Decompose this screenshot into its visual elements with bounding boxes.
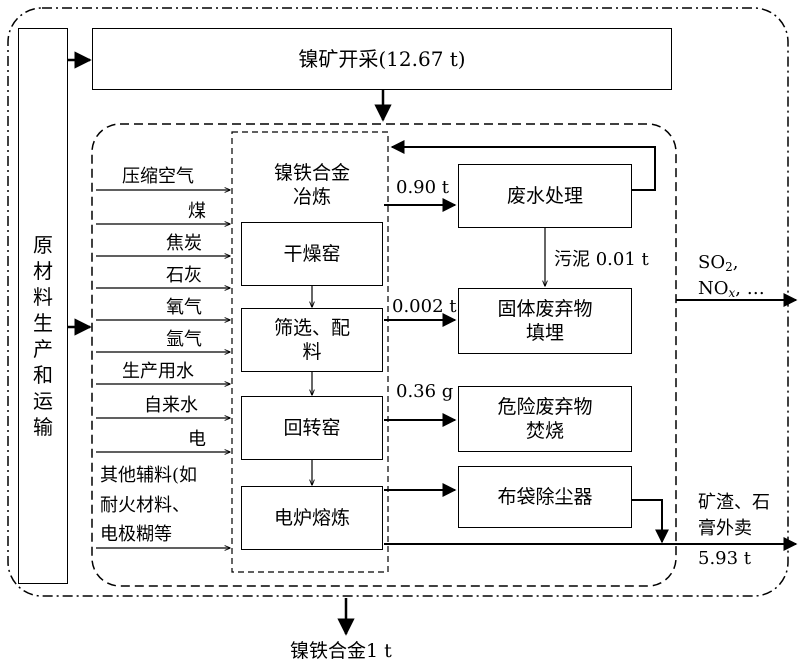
- process-boundary: [91, 123, 677, 587]
- raw-material-label: 原 材 料 生 产 和 运 输: [33, 233, 53, 439]
- byproduct-amount: 5.93 t: [698, 548, 752, 569]
- mining-label: 镍矿开采(12.67 t): [298, 47, 466, 71]
- solid-waste-box: 固体废弃物 填埋: [458, 288, 632, 354]
- input-tap-water: 自来水: [144, 395, 198, 416]
- sludge-label: 污泥 0.01 t: [554, 249, 649, 270]
- wastewater-treatment-box: 废水处理: [458, 164, 632, 228]
- input-process-water: 生产用水: [122, 361, 194, 382]
- emission-so2: SO2,: [698, 252, 739, 274]
- screening-box: 筛选、配 料: [241, 308, 383, 372]
- byproduct-line1: 矿渣、石: [698, 492, 770, 513]
- input-electricity: 电: [188, 429, 206, 450]
- flow-hazardous-amount: 0.36 g: [396, 381, 454, 402]
- rotary-kiln-box: 回转窑: [241, 396, 383, 460]
- flow-wastewater-amount: 0.90 t: [396, 177, 450, 198]
- electric-furnace-box: 电炉熔炼: [241, 486, 383, 550]
- emission-nox: NOx, …: [698, 278, 765, 300]
- input-arrows: [96, 190, 230, 548]
- input-compressed-air: 压缩空气: [122, 166, 194, 187]
- input-argon: 氩气: [166, 329, 202, 350]
- final-output-label: 镍铁合金1 t: [290, 640, 392, 662]
- input-lime: 石灰: [166, 265, 202, 286]
- input-oxygen: 氧气: [166, 297, 202, 318]
- raw-material-box: [18, 28, 68, 584]
- input-coal: 煤: [188, 201, 206, 222]
- smelting-title-1: 镍铁合金: [273, 162, 350, 184]
- byproduct-line2: 膏外卖: [698, 518, 752, 539]
- input-other-3: 电极糊等: [100, 524, 172, 545]
- hazardous-waste-box: 危险废弃物 焚烧: [458, 386, 632, 452]
- dryer-box: 干燥窑: [241, 222, 383, 286]
- input-other-1: 其他辅料(如: [100, 465, 198, 486]
- smelting-title-2: 冶炼: [292, 186, 331, 208]
- input-coke: 焦炭: [166, 233, 202, 254]
- mining-box: 镍矿开采(12.67 t): [92, 28, 672, 90]
- dust-collector-box: 布袋除尘器: [458, 466, 632, 528]
- flow-solid-amount: 0.002 t: [392, 296, 457, 317]
- smelting-boundary: [231, 131, 389, 573]
- input-other-2: 耐火材料、: [100, 495, 190, 516]
